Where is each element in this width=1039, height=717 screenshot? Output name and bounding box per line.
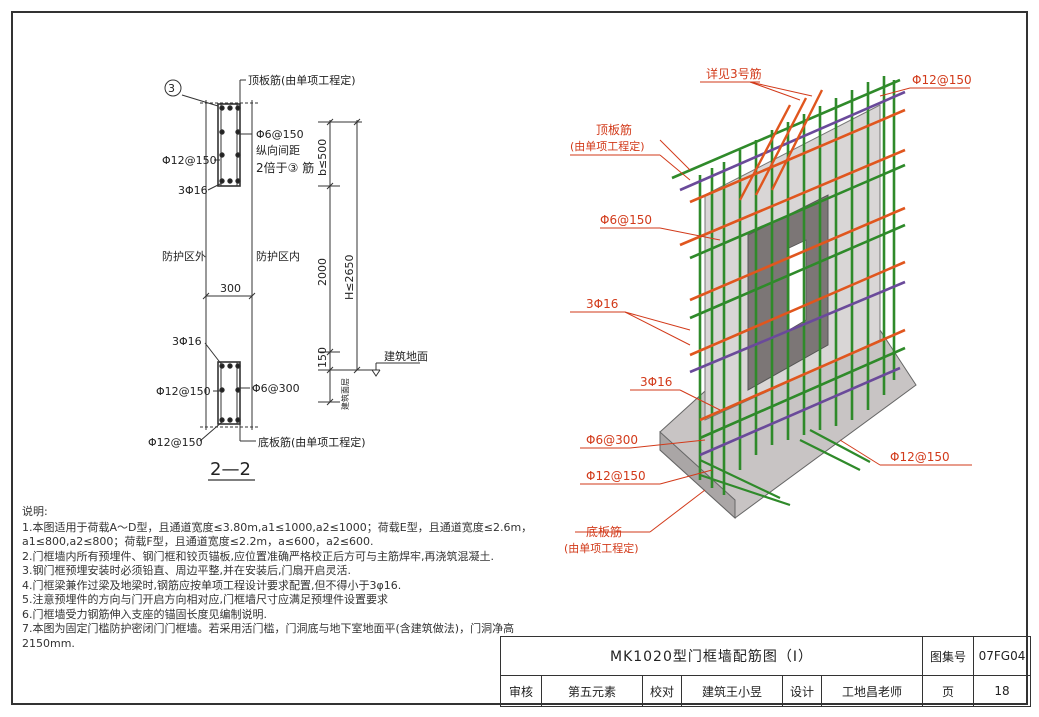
drawing-title: MK1020型门框墙配筋图（Ⅰ）: [500, 636, 923, 676]
leader-lines: [570, 81, 972, 533]
dim-h: H≤2650: [343, 255, 356, 300]
title-block: MK1020型门框墙配筋图（Ⅰ） 图集号 07FG04 审核 第五元素 校对 建…: [500, 636, 1031, 707]
top-bar-label: 顶板筋(由单项工程定): [248, 73, 356, 87]
left-bar-top-label: Φ12@150: [162, 154, 217, 167]
note-item-5: 5.注意预埋件的方向与门开启方向相对应,门框墙尺寸应满足预埋件设置要求: [22, 593, 388, 606]
note-item-3: 3.钢门框预埋安装时必须铅直、周边平整,并在安装后,门扇开启灵活.: [22, 564, 351, 577]
width-dim: 300: [220, 282, 241, 295]
left-bar-lowest-label: Φ12@150: [148, 436, 203, 449]
floor-label: 建筑面层: [340, 378, 350, 410]
spacing-note-1: 纵向间距: [256, 143, 300, 157]
check-name: 建筑王小昱: [681, 675, 783, 707]
iso-phi12-left: Φ12@150: [586, 469, 646, 483]
bars-top-label: 3Φ16: [178, 184, 208, 197]
iso-floor-bar-1: 底板筋: [586, 524, 622, 539]
atlas-number: 07FG04: [973, 636, 1031, 676]
iso-3phi16-b: 3Φ16: [640, 375, 672, 389]
stirrup-bottom-label: Φ6@300: [252, 382, 300, 395]
page-number: 18: [973, 675, 1031, 707]
left-bar-bottom-label: Φ12@150: [156, 385, 211, 398]
circle-ref-label: 3: [168, 82, 175, 95]
ground-label: 建筑地面: [384, 349, 428, 363]
bottom-bar-label: 底板筋(由单项工程定): [258, 435, 366, 449]
review-label: 审核: [500, 675, 542, 707]
dim-2000: 2000: [316, 258, 329, 286]
dim-150: 150: [316, 347, 329, 368]
dim-b: b≤500: [316, 139, 329, 176]
design-label: 设计: [782, 675, 822, 707]
note-item-6: 6.门框墙受力钢筋伸入支座的锚固长度见编制说明.: [22, 607, 267, 621]
notes-title: 说明:: [22, 505, 48, 518]
note-item-2: 2.门框墙内所有预埋件、钢门框和铰页锚板,应位置准确严格校正后方可与主筋焊牢,再…: [22, 549, 494, 563]
note-item-4: 4.门框梁兼作过梁及地梁时,钢筋应按单项工程设计要求配置,但不得小于3φ16.: [22, 578, 402, 592]
iso-phi12-top: Φ12@150: [912, 73, 972, 87]
inside-label: 防护区内: [256, 249, 300, 263]
review-name: 第五元素: [541, 675, 643, 707]
bars-bottom-label: 3Φ16: [172, 335, 202, 348]
outside-label: 防护区外: [162, 249, 206, 263]
top-beam-rebars: [671, 78, 906, 457]
iso-phi6-300: Φ6@300: [586, 433, 638, 447]
isometric-rebar-view: [570, 76, 972, 533]
atlas-label: 图集号: [922, 636, 974, 676]
design-name: 工地昌老师: [821, 675, 923, 707]
note-item-1: 1.本图适用于荷载A～D型，且通道宽度≤3.80m,a1≤1000,a2≤100…: [22, 520, 533, 549]
vertical-rebars: [698, 76, 896, 495]
iso-phi12-right: Φ12@150: [890, 450, 950, 464]
note-item-7: 7.本图为固定门槛防护密闭门门框墙。若采用活门槛，门洞底与地下室地面平(含建筑做…: [22, 622, 515, 650]
iso-roof-bar-2: (由单项工程定): [570, 139, 645, 153]
iso-3phi16-a: 3Φ16: [586, 297, 618, 311]
iso-phi6-150: Φ6@150: [600, 213, 652, 227]
stirrup-top-label: Φ6@150: [256, 128, 304, 141]
spacing-note-2: 2倍于③ 筋: [256, 160, 314, 175]
iso-floor-bar-2: (由单项工程定): [564, 541, 639, 555]
iso-detail3: 详见3号筋: [706, 66, 762, 81]
section-2-2: [164, 79, 420, 481]
section-name: 2—2: [210, 459, 251, 480]
check-label: 校对: [642, 675, 682, 707]
iso-roof-bar-1: 顶板筋: [596, 122, 632, 137]
page-label: 页: [922, 675, 974, 707]
notes-block: 说明: 1.本图适用于荷载A～D型，且通道宽度≤3.80m,a1≤1000,a2…: [22, 505, 542, 651]
